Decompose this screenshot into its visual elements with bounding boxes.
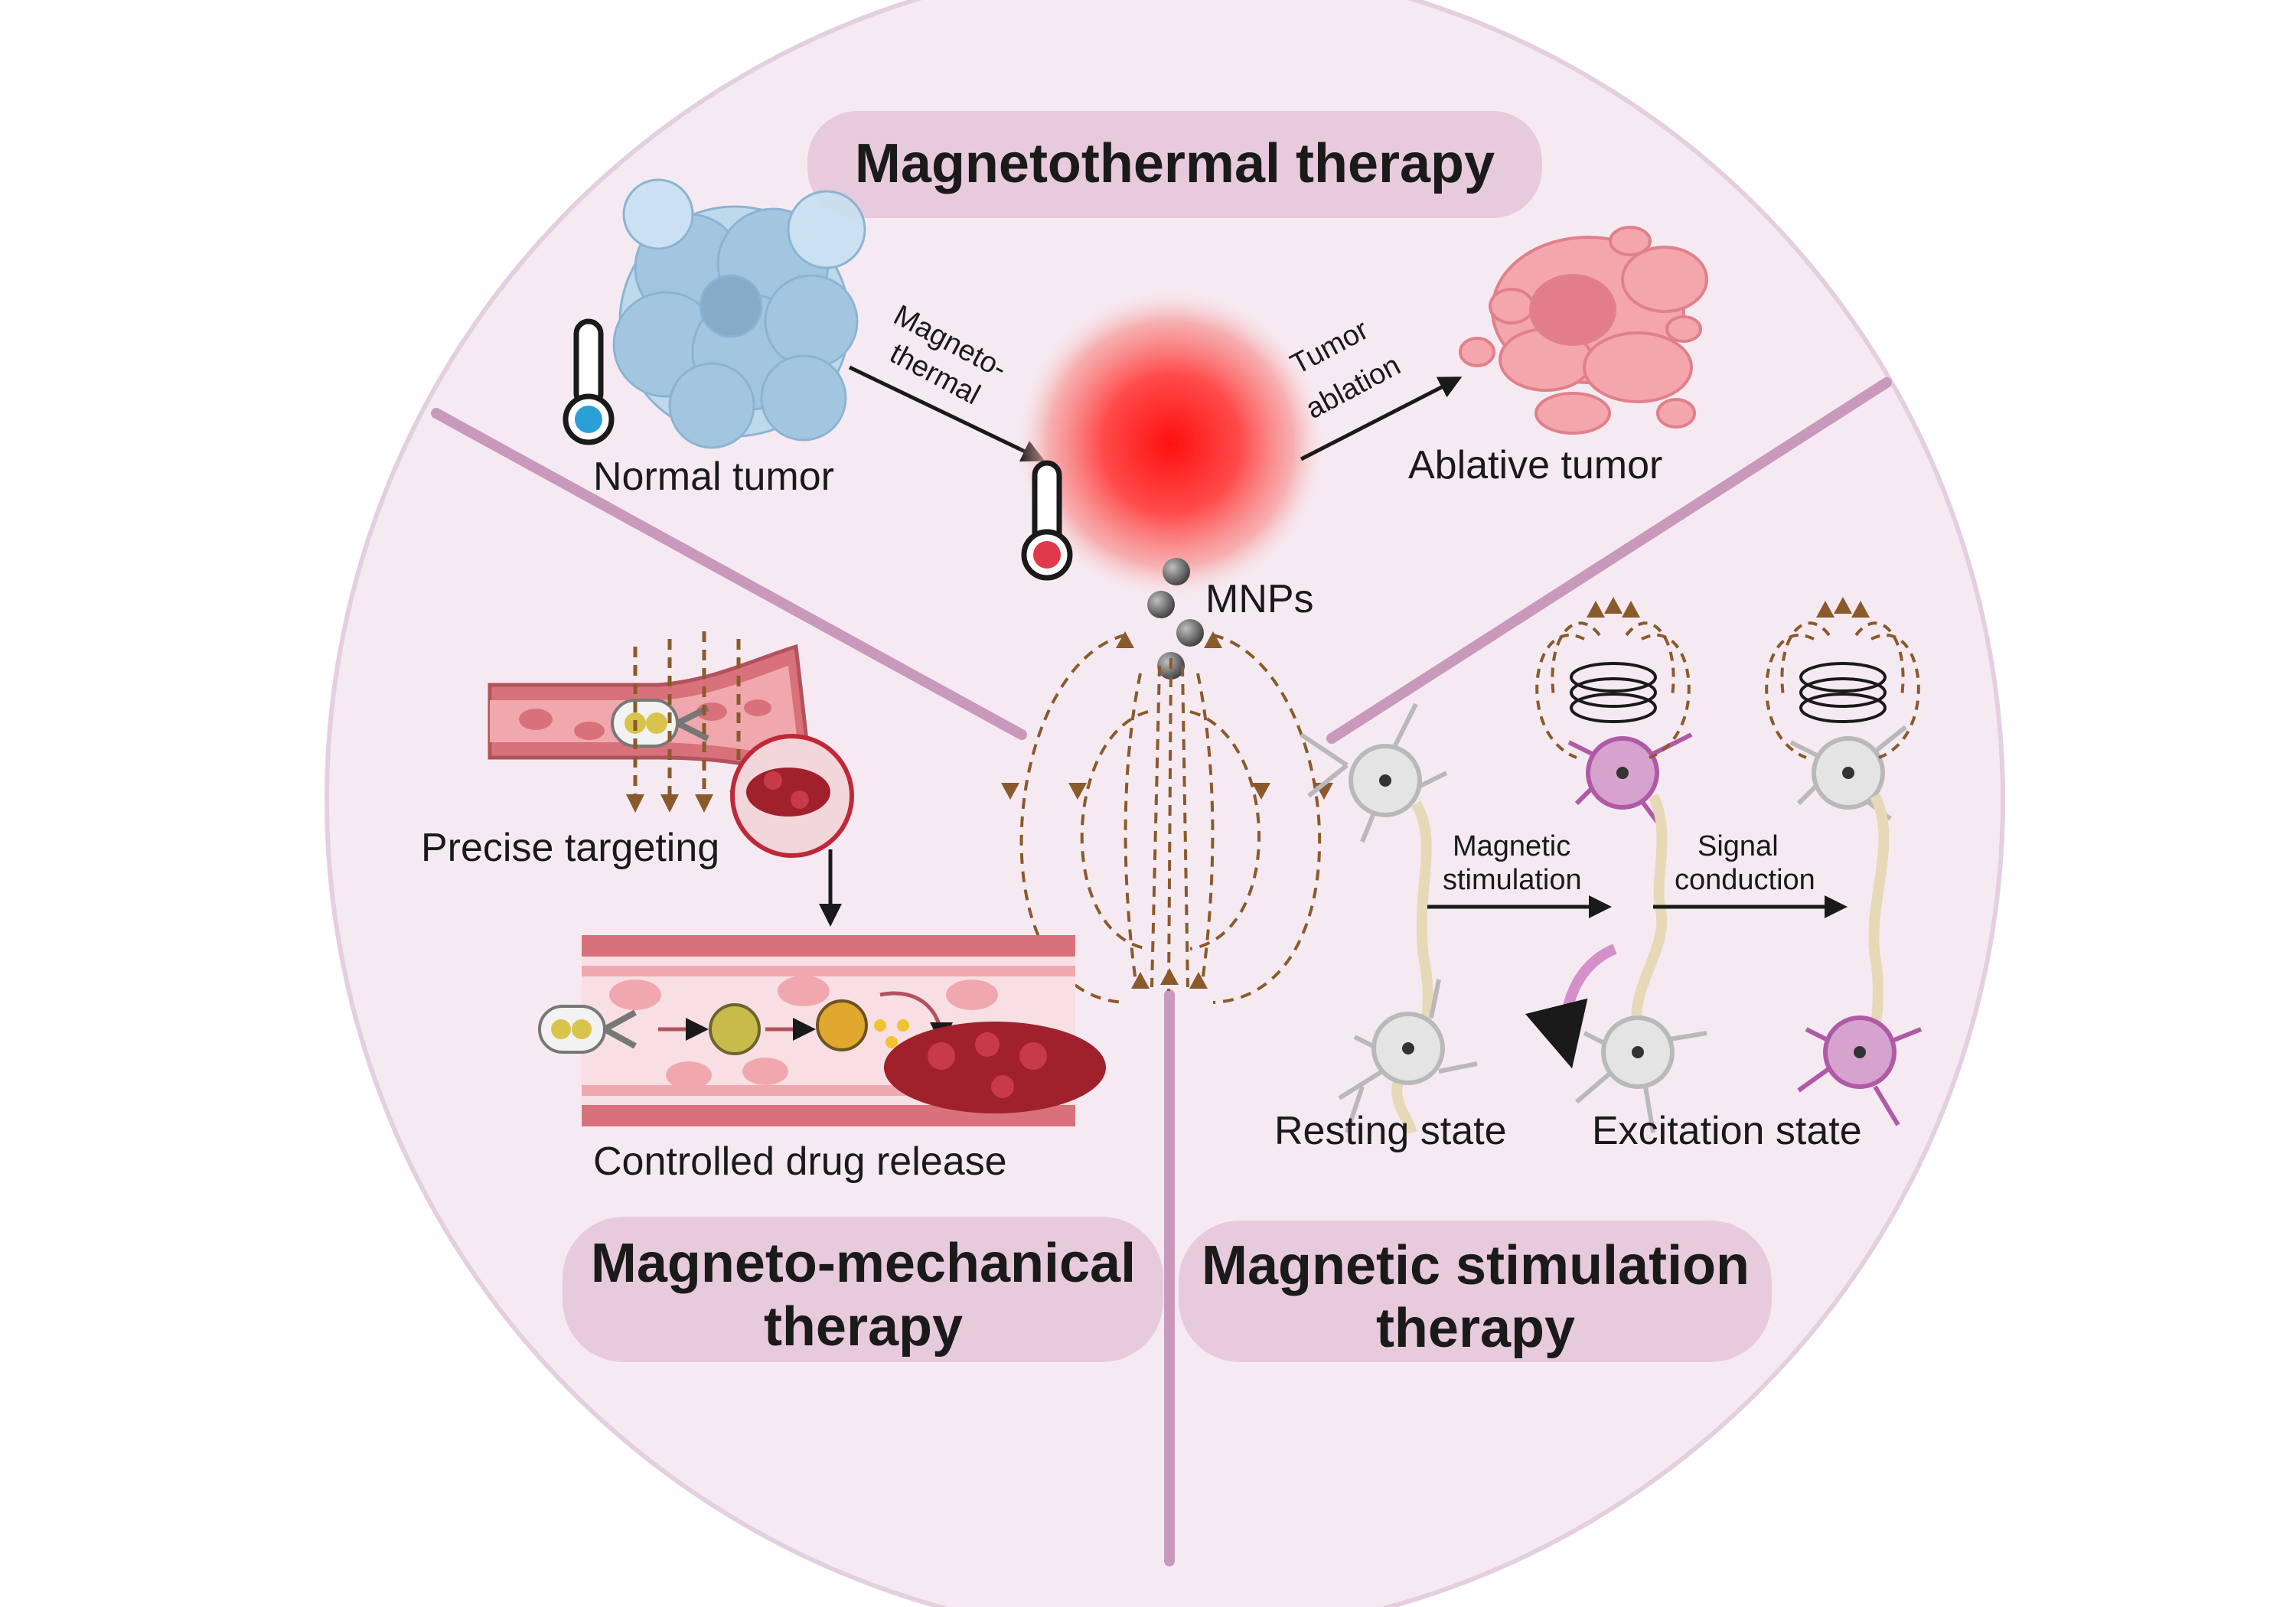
magnetic-stimulation-label-1: Magnetic [1453,830,1570,862]
excited-neuron-lower [1575,1015,1707,1133]
stimulation-coil-left [1570,662,1657,723]
coil-field-lines [1535,621,1920,759]
signal-conduction-label-1: Signal [1698,830,1779,862]
drug-release-sequence [538,991,953,1055]
magnetothermal-title-pill [807,111,1542,218]
resting-neuron-lower [1338,979,1478,1133]
magnetothermal-arrow [848,365,1045,462]
ablated-tumor-fragments [1459,226,1708,435]
tumor-ablation-arrow [1300,376,1463,461]
tumor-clot [884,1022,1106,1113]
excited-neuron-upper [1567,732,1693,1027]
mechanical-title-line2: therapy [764,1296,963,1358]
stimulation-title-pill [1179,1221,1772,1362]
normal-tumor-cluster [612,178,866,449]
resting-neuron-upper [1300,702,1448,1135]
magnetic-field-lines [1019,634,1322,1004]
normal-tumor-label: Normal tumor [593,455,834,499]
coil-field-arrowheads [1587,597,1870,618]
excitation-state-label: Excitation state [1592,1109,1862,1153]
mechanical-title-line1: Magneto-mechanical [591,1233,1136,1294]
stimulation-coil-right [1799,662,1887,723]
mechanical-title-pill [563,1217,1163,1362]
target-zoom-circle [730,734,854,858]
precise-targeting-label: Precise targeting [421,826,719,870]
heated-tumor [1018,291,1324,597]
controlled-release-label: Controlled drug release [593,1139,1007,1184]
magnetothermal-title: Magnetothermal therapy [855,133,1495,194]
resting-state-label: Resting state [1274,1109,1507,1153]
ablative-tumor-label: Ablative tumor [1408,443,1662,487]
signal-conduction-label-2: conduction [1675,864,1815,896]
stimulation-title-line2: therapy [1376,1298,1575,1359]
thermometer-cold-icon [563,318,615,445]
mnps-label: MNPs [1205,577,1314,621]
stimulation-title-line1: Magnetic stimulation [1202,1235,1750,1296]
magnetic-stimulation-label-2: stimulation [1443,864,1582,896]
conducted-neuron-lower [1797,1015,1923,1126]
reset-curved-arrow [1525,944,1617,1069]
thermometer-hot-icon [1021,460,1073,581]
section-dividers [431,377,1892,1566]
field-arrowheads [1001,631,1333,989]
